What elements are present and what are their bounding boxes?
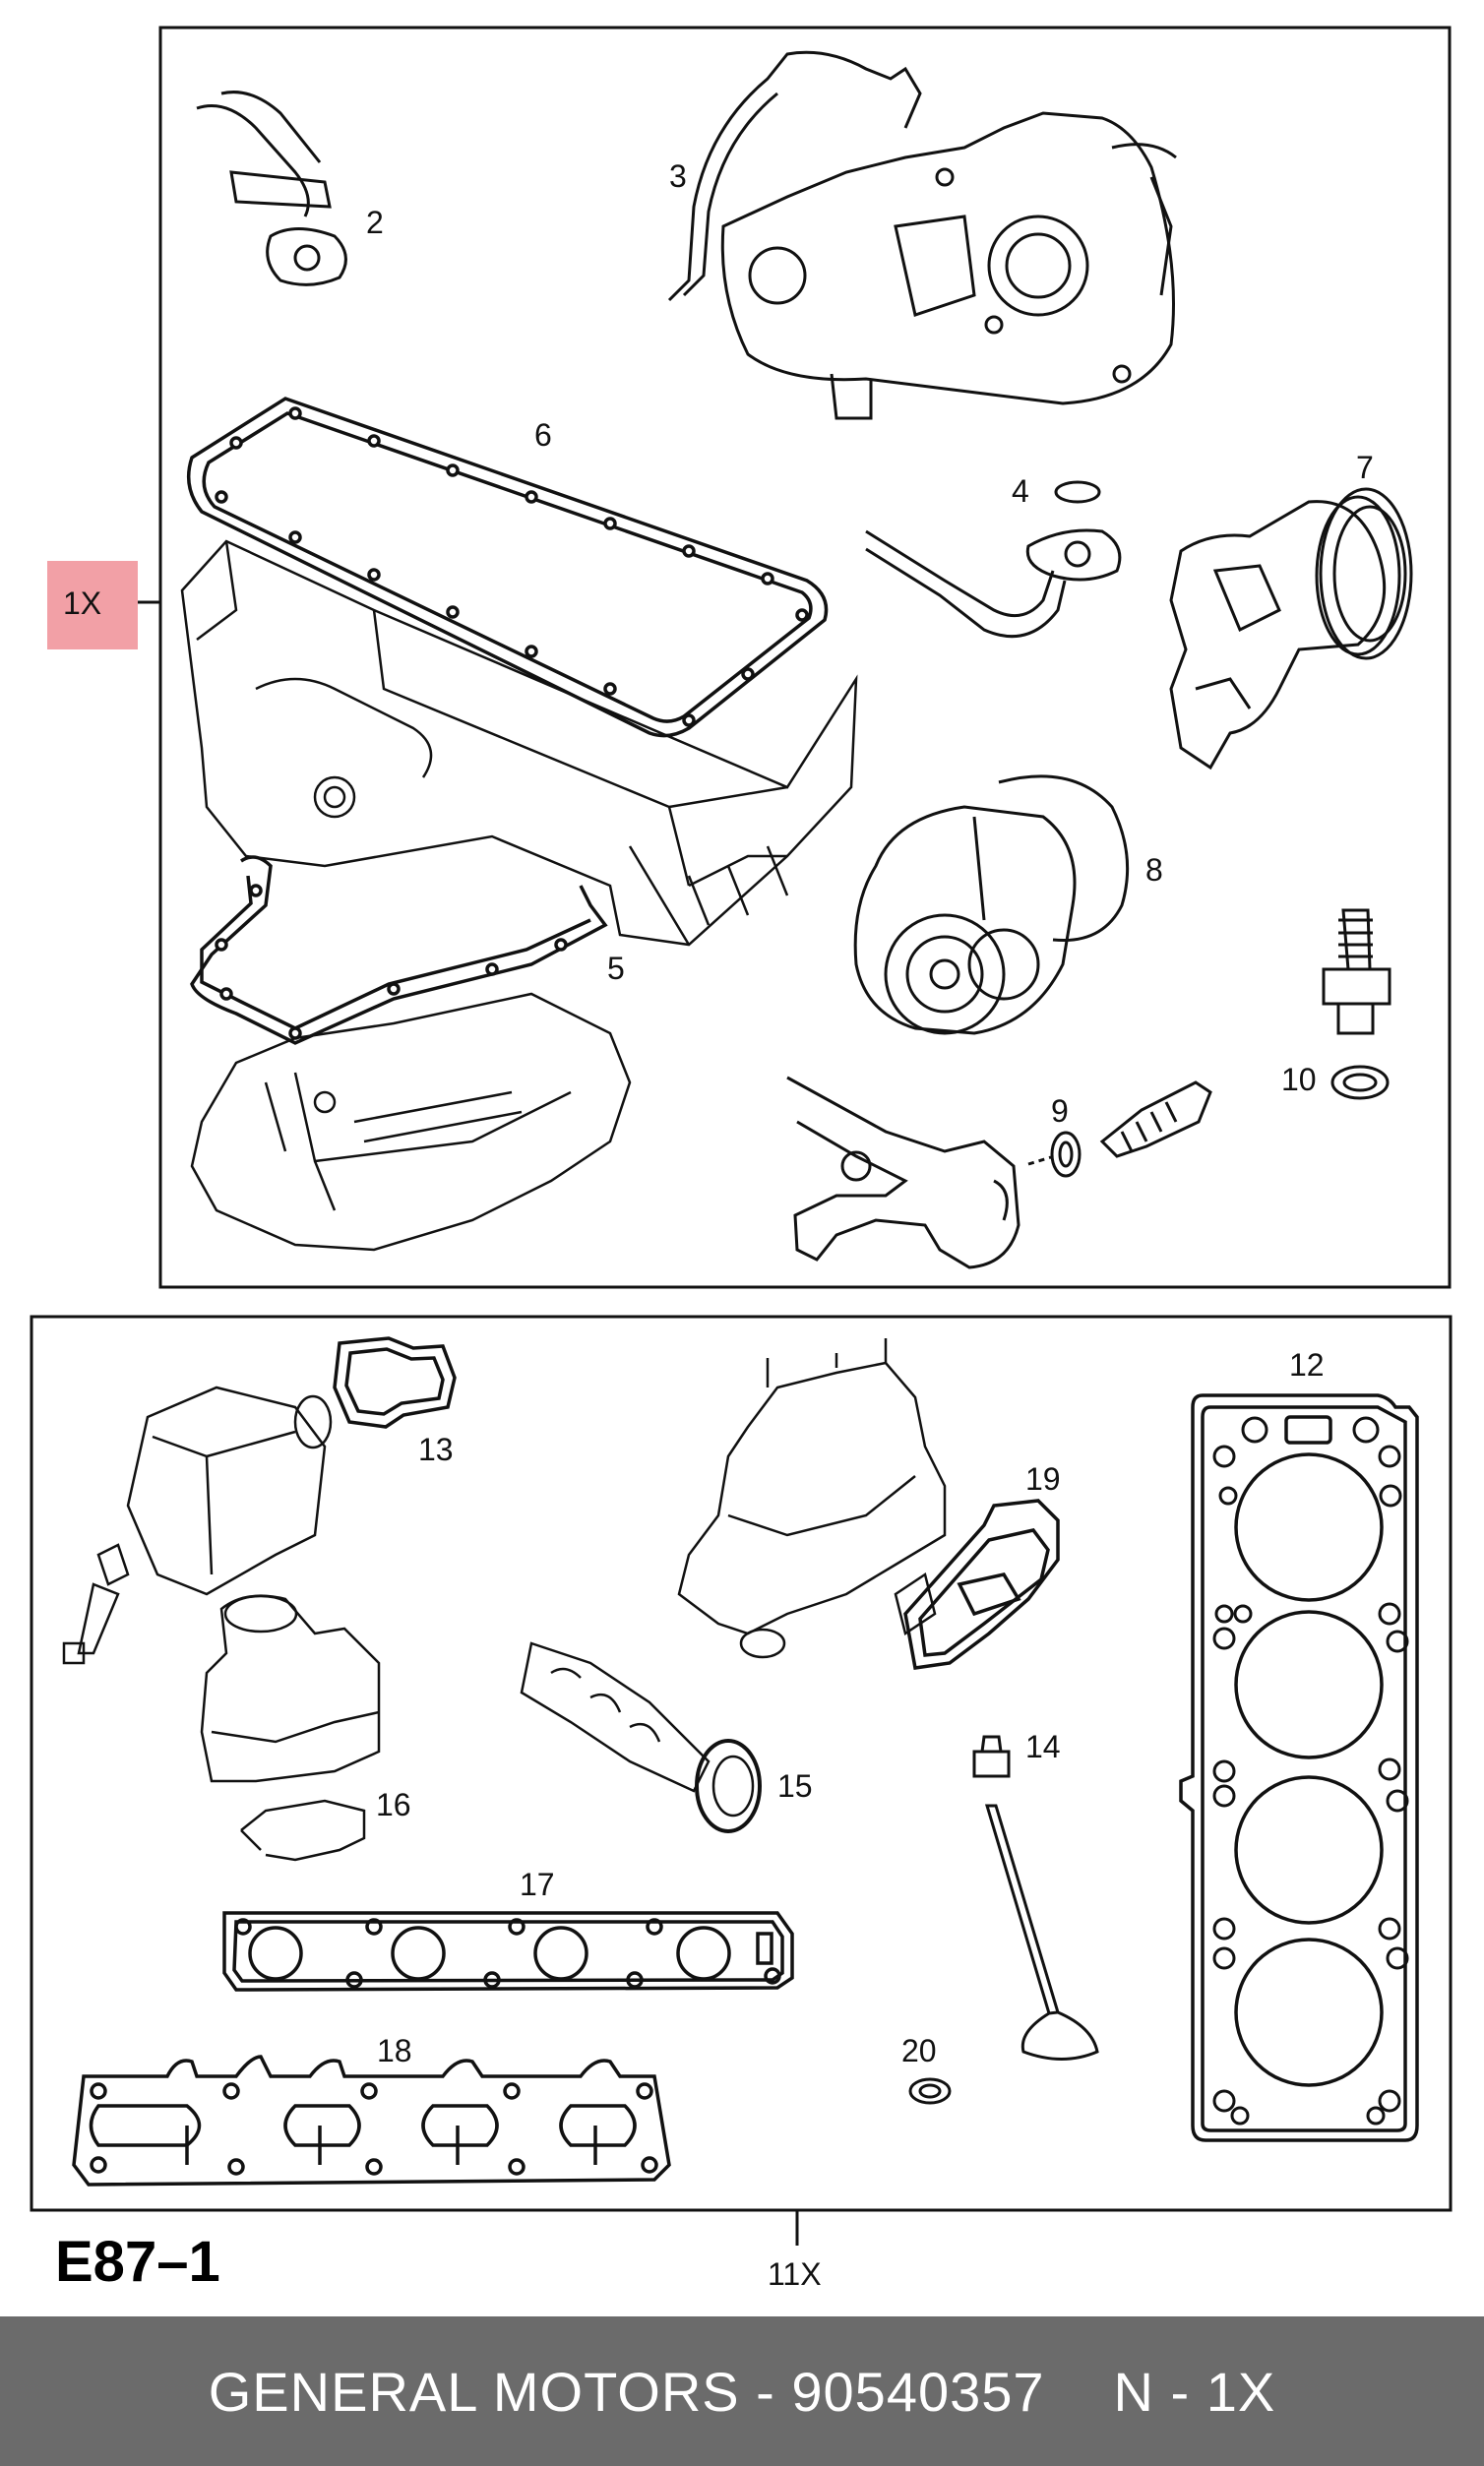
callout-3: 3 (669, 158, 687, 194)
footer-part-number: GENERAL MOTORS - 90540357 (208, 2360, 1045, 2423)
thermostat-housing (62, 1386, 333, 1665)
parts-diagram: 1X (30, 26, 1453, 2294)
part-9-sender-seal (786, 1076, 1212, 1269)
lower-oil-pan (190, 992, 632, 1252)
callout-10: 10 (1281, 1062, 1317, 1097)
part-14-valve (972, 1735, 1099, 2061)
part-20-seal (908, 2077, 952, 2105)
callout-6: 6 (534, 417, 552, 453)
diagram-code: E87–1 (55, 2230, 220, 2294)
top-quantity-label: 1X (63, 586, 101, 621)
part-2-hose-gasket (196, 91, 347, 286)
part-4-oring-pickup (865, 480, 1122, 639)
callout-8: 8 (1145, 852, 1163, 888)
bottom-panel-frame (30, 1315, 1453, 2212)
top-panel-frame (158, 26, 1452, 1289)
part-17-intake-gasket (222, 1911, 794, 1992)
part-18-exhaust-gasket (72, 2055, 671, 2187)
part-5-lower-pan-gasket (190, 855, 608, 1045)
footer-bar: GENERAL MOTORS - 90540357 N - 1X (0, 2316, 1484, 2466)
part-13-thermostat-gasket (333, 1336, 457, 1429)
upper-oil-pan (180, 539, 858, 947)
callout-18: 18 (377, 2033, 412, 2068)
part-8-water-pump (853, 774, 1130, 1035)
callout-15: 15 (777, 1768, 813, 1804)
part-7-crank-seal (1169, 487, 1413, 771)
callout-19: 19 (1025, 1461, 1061, 1497)
bottom-quantity-label: 11X (768, 2256, 822, 2292)
callout-14: 14 (1025, 1729, 1061, 1764)
part-10-sensor-washer (1322, 908, 1391, 1100)
cylinder-head-assembly (677, 1338, 947, 1659)
callout-17: 17 (520, 1867, 555, 1902)
callout-9: 9 (1051, 1093, 1069, 1129)
part-12-head-gasket (1179, 1393, 1419, 2142)
top-quantity-highlight (47, 561, 138, 649)
part-15-camshaft-seal (520, 1641, 762, 1833)
part-16-housing-gasket (200, 1594, 381, 1862)
part-19-gasket (903, 1499, 1060, 1670)
callout-5: 5 (607, 951, 625, 986)
callout-2: 2 (366, 205, 384, 240)
callout-20: 20 (901, 2033, 937, 2068)
callout-7: 7 (1356, 450, 1374, 485)
callout-13: 13 (418, 1432, 454, 1467)
callout-16: 16 (376, 1787, 411, 1822)
callout-12: 12 (1289, 1347, 1325, 1383)
part-3-front-cover (667, 50, 1177, 420)
footer-quantity: N - 1X (1113, 2360, 1276, 2423)
callout-4: 4 (1012, 473, 1029, 509)
part-6-oil-pan-gasket (186, 397, 829, 738)
